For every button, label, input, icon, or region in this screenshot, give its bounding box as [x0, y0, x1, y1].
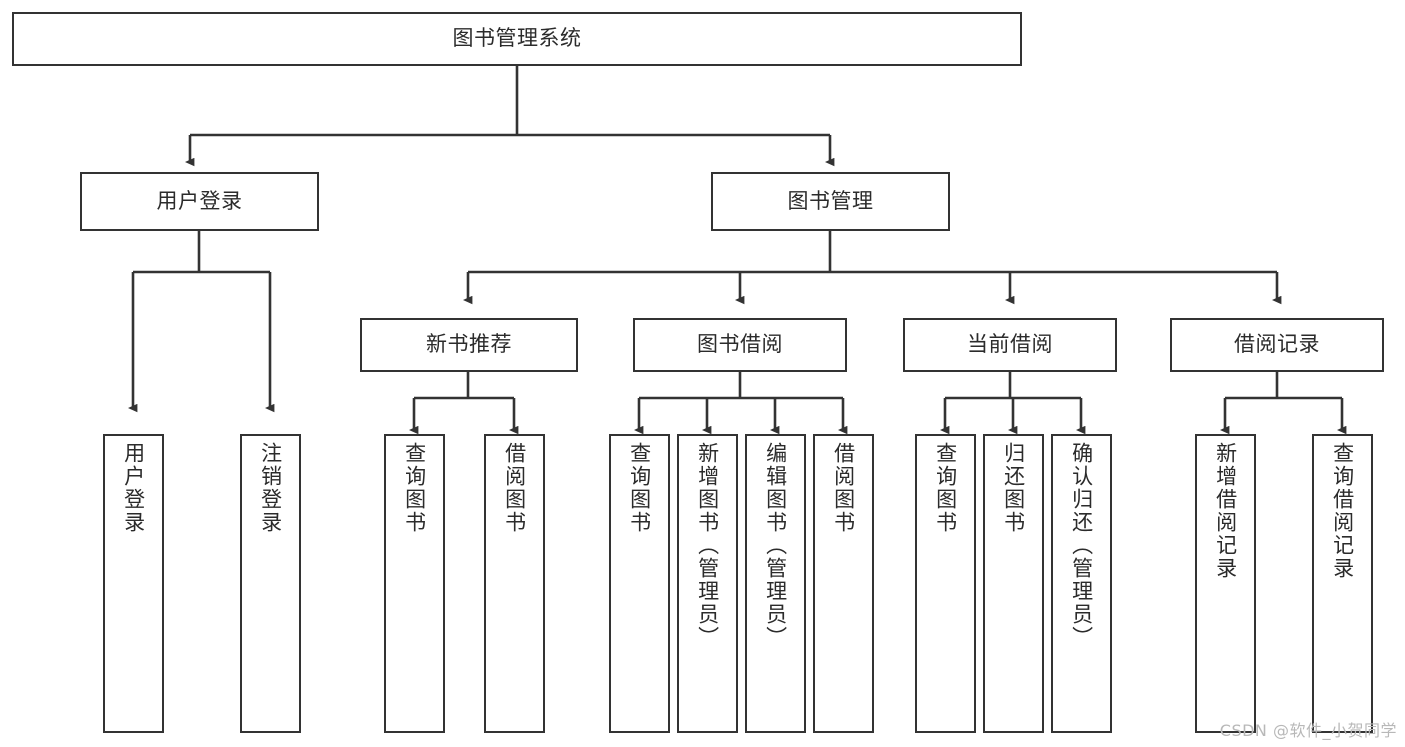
node-label: 借阅图书 — [831, 442, 856, 534]
leaf-record-add-record[interactable]: 新增借阅记录 — [1195, 434, 1256, 733]
leaf-record-query-record[interactable]: 查询借阅记录 — [1312, 434, 1373, 733]
watermark-text: CSDN @软件_小贺同学 — [1219, 721, 1397, 740]
node-label: 借阅记录 — [1234, 332, 1320, 357]
leaf-recommend-query-book[interactable]: 查询图书 — [384, 434, 445, 733]
node-label: 查询图书 — [627, 442, 652, 534]
leaf-user-login-login[interactable]: 用户登录 — [103, 434, 164, 733]
leaf-borrow-borrow-book[interactable]: 借阅图书 — [813, 434, 874, 733]
node-label: 查询图书 — [402, 442, 427, 534]
node-label: 用户登录 — [121, 442, 146, 534]
node-label: 新书推荐 — [426, 332, 512, 357]
node-user-login[interactable]: 用户登录 — [80, 172, 319, 231]
node-current-borrow[interactable]: 当前借阅 — [903, 318, 1117, 372]
node-label: 图书管理系统 — [452, 26, 582, 51]
node-book-borrow[interactable]: 图书借阅 — [633, 318, 847, 372]
node-label: 确认归还（管理员） — [1069, 442, 1094, 649]
leaf-recommend-borrow-book[interactable]: 借阅图书 — [484, 434, 545, 733]
node-label: 新增借阅记录 — [1213, 442, 1238, 580]
node-label: 归还图书 — [1001, 442, 1026, 534]
node-label: 图书借阅 — [697, 332, 783, 357]
leaf-current-query-book[interactable]: 查询图书 — [915, 434, 976, 733]
leaf-borrow-query-book[interactable]: 查询图书 — [609, 434, 670, 733]
node-new-book-recommend[interactable]: 新书推荐 — [360, 318, 578, 372]
leaf-borrow-edit-book-admin[interactable]: 编辑图书（管理员） — [745, 434, 806, 733]
node-label: 用户登录 — [156, 188, 243, 213]
node-label: 查询借阅记录 — [1330, 442, 1355, 580]
node-root-system[interactable]: 图书管理系统 — [12, 12, 1022, 66]
node-label: 当前借阅 — [967, 332, 1053, 357]
leaf-current-confirm-return-admin[interactable]: 确认归还（管理员） — [1051, 434, 1112, 733]
node-label: 注销登录 — [258, 442, 283, 534]
node-label: 新增图书（管理员） — [695, 442, 720, 649]
node-label: 借阅图书 — [502, 442, 527, 534]
node-borrow-record[interactable]: 借阅记录 — [1170, 318, 1384, 372]
leaf-borrow-add-book-admin[interactable]: 新增图书（管理员） — [677, 434, 738, 733]
node-book-management[interactable]: 图书管理 — [711, 172, 950, 231]
node-label: 图书管理 — [787, 188, 874, 213]
node-label: 编辑图书（管理员） — [763, 442, 788, 649]
leaf-current-return-book[interactable]: 归还图书 — [983, 434, 1044, 733]
node-label: 查询图书 — [933, 442, 958, 534]
leaf-user-login-logout[interactable]: 注销登录 — [240, 434, 301, 733]
